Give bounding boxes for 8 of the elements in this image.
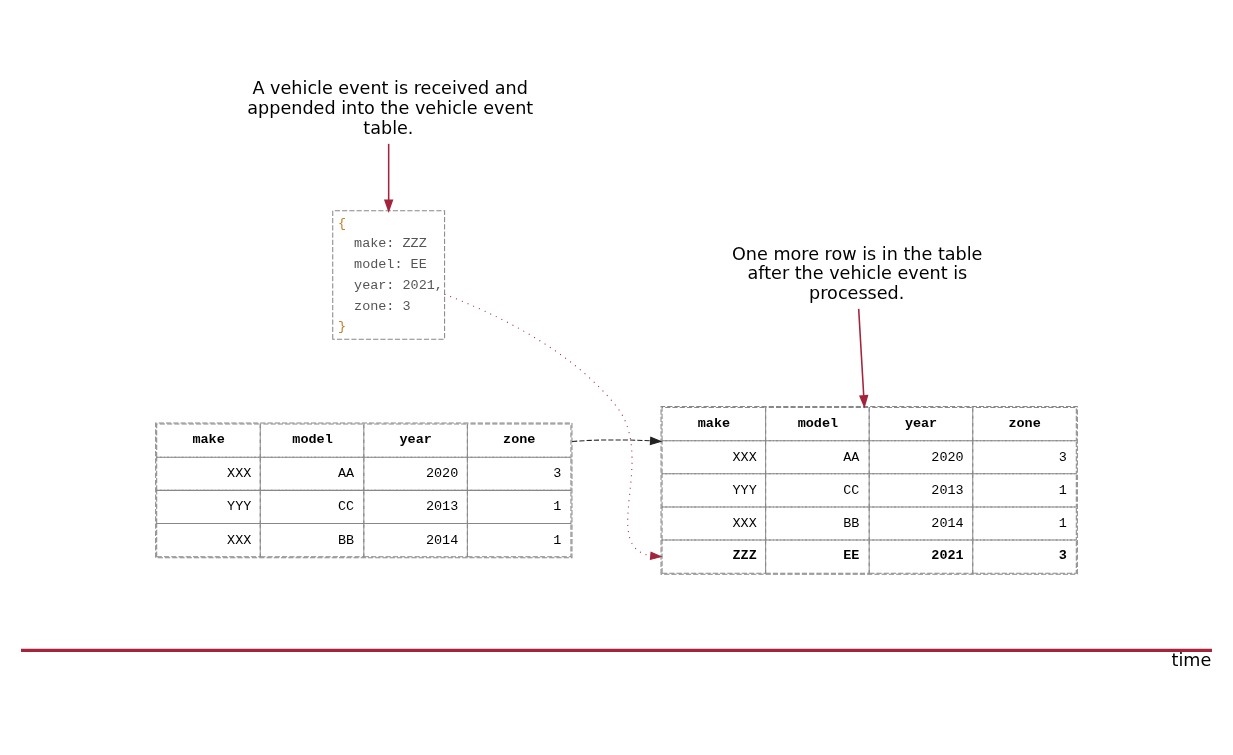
node-box: { make: ZZZ model: EE year: 2021, zone: 3 } [332, 210, 446, 340]
node-text: One more row is in the table after the vehicle event is processed. [731, 243, 983, 303]
arrow [383, 143, 394, 213]
arrow [857, 308, 869, 409]
node-text: A vehicle event is received and appended into the vehicle event table. [247, 78, 534, 138]
label: time [1171, 650, 1212, 671]
arrow [571, 436, 663, 446]
arrow [444, 293, 663, 561]
